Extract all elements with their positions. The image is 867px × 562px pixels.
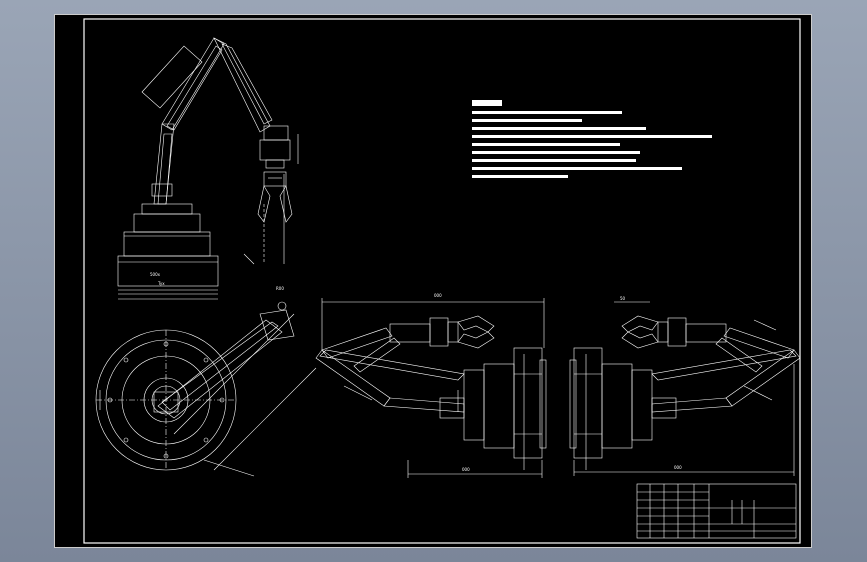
outer-frame xyxy=(54,14,812,548)
svg-text:000: 000 xyxy=(434,293,442,298)
plan-view: R00 xyxy=(95,286,317,477)
technical-notes xyxy=(472,100,712,178)
drawing-sheet: 500x Tyx xyxy=(54,14,812,548)
front-view: 000 000 xyxy=(315,293,547,478)
svg-text:500x: 500x xyxy=(150,272,161,277)
side-elevation-view: 500x Tyx xyxy=(117,37,299,300)
inner-frame xyxy=(83,18,801,544)
rear-view: 50 000 xyxy=(569,296,801,476)
svg-text:000: 000 xyxy=(462,467,470,472)
title-block xyxy=(636,483,797,539)
svg-text:50: 50 xyxy=(620,296,626,301)
svg-text:R00: R00 xyxy=(276,286,284,291)
cad-drawing: 500x Tyx xyxy=(54,14,812,548)
svg-text:Tyx: Tyx xyxy=(157,281,165,286)
svg-text:000: 000 xyxy=(674,465,682,470)
